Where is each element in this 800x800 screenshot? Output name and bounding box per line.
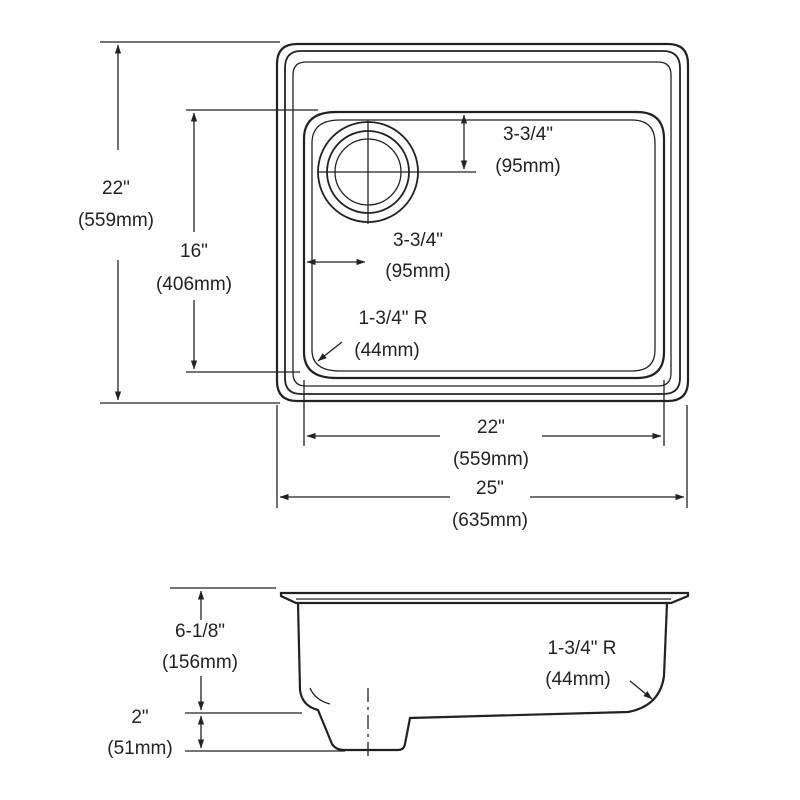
side-radius-inch: 1-3/4" R [547, 638, 616, 659]
corner-radius-mm: (44mm) [354, 340, 419, 361]
corner-radius-inch: 1-3/4" R [358, 308, 427, 329]
side-view: 6-1/8" (156mm) 2" (51mm) 1-3/4" R (44mm) [107, 587, 690, 760]
side-depth-inch: 6-1/8" [175, 621, 225, 642]
bowl-depth-mm: (406mm) [156, 274, 232, 295]
sink-rim-mid [284, 50, 681, 395]
drain-side-inch: 3-3/4" [393, 230, 443, 251]
side-bowl-profile [296, 602, 669, 752]
side-depth-mm: (156mm) [162, 652, 238, 673]
drain-depth-inch: 2" [131, 707, 148, 728]
drain-back-inch: 3-3/4" [503, 124, 553, 145]
bowl-width-inch: 22" [477, 417, 505, 438]
bowl-width-mm: (559mm) [453, 449, 529, 470]
overall-depth-inch: 22" [102, 178, 130, 199]
drain-side-mm: (95mm) [385, 261, 450, 282]
top-view: 22" (559mm) 16" (406mm) 3-3/4" (95mm) 3-… [78, 41, 690, 531]
drain-back-mm: (95mm) [495, 156, 560, 177]
corner-radius-leader [317, 341, 343, 362]
side-rim-flange [279, 591, 690, 605]
overall-width-mm: (635mm) [452, 510, 528, 531]
sink-rim-inner [292, 61, 672, 387]
sink-rim-outer [275, 42, 690, 403]
drain-icon [317, 120, 420, 224]
side-radius-leader [629, 680, 653, 700]
bowl-depth-inch: 16" [180, 241, 208, 262]
overall-depth-mm: (559mm) [78, 210, 154, 231]
sink-bowl-floor [311, 119, 656, 372]
overall-width-inch: 25" [476, 478, 504, 499]
drain-depth-mm: (51mm) [107, 738, 172, 759]
side-radius-mm: (44mm) [545, 669, 610, 690]
sink-bowl-outline [302, 110, 666, 380]
